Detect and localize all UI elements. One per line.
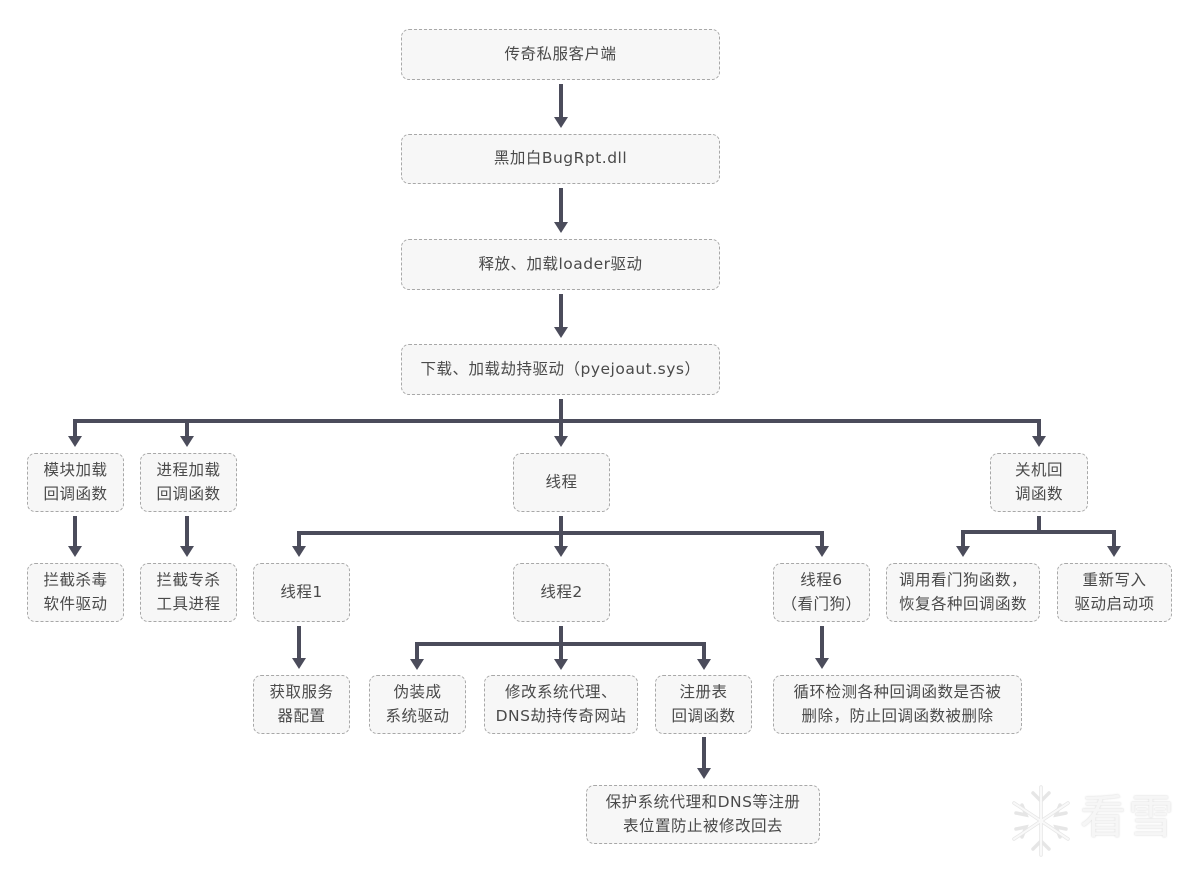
node-modify-proxy: 修改系统代理、 DNS劫持传奇网站	[484, 675, 638, 734]
arrowhead	[292, 658, 306, 669]
connector-hijack-branch-bar	[73, 419, 1041, 439]
node-loader-label: 释放、加载loader驱动	[478, 254, 643, 273]
node-registry-callback-label: 注册表 回调函数	[671, 683, 736, 725]
node-thread: 线程	[513, 453, 610, 512]
node-thread-label: 线程	[545, 472, 578, 491]
node-thread1: 线程1	[253, 563, 350, 622]
node-call-watchdog-label: 调用看门狗函数， 恢复各种回调函数	[898, 571, 1027, 613]
node-loop-check: 循环检测各种回调函数是否被 删除，防止回调函数被删除	[773, 675, 1022, 734]
arrowhead	[697, 659, 711, 670]
node-dll: 黑加白BugRpt.dll	[401, 134, 720, 184]
arrowhead	[956, 546, 970, 557]
node-get-server-config: 获取服务 器配置	[253, 675, 350, 734]
node-module-callback-label: 模块加载 回调函数	[43, 461, 108, 503]
node-hijack-driver-label: 下载、加载劫持驱动（pyejoaut.sys）	[420, 359, 701, 378]
node-module-callback: 模块加载 回调函数	[27, 453, 124, 512]
node-get-server-config-label: 获取服务 器配置	[269, 683, 334, 725]
node-client-label: 传奇私服客户端	[504, 44, 617, 63]
arrowhead	[554, 436, 568, 447]
node-disguise-driver-label: 伪装成 系统驱动	[385, 683, 450, 725]
arrowhead	[1107, 546, 1121, 557]
snowflake-icon	[1012, 785, 1070, 857]
arrowhead	[697, 768, 711, 779]
node-shutdown-callback: 关机回 调函数	[990, 453, 1088, 512]
node-loop-check-label: 循环检测各种回调函数是否被 删除，防止回调函数被删除	[793, 683, 1002, 725]
node-disguise-driver: 伪装成 系统驱动	[369, 675, 466, 734]
node-block-tools: 拦截专杀 工具进程	[140, 563, 237, 622]
arrowhead	[554, 546, 568, 557]
arrowheads	[68, 117, 1121, 779]
node-block-tools-label: 拦截专杀 工具进程	[156, 571, 221, 613]
node-thread1-label: 线程1	[280, 582, 323, 601]
arrowhead	[410, 659, 424, 670]
connector-shutdown-branch-bar	[961, 530, 1116, 549]
node-loader: 释放、加载loader驱动	[401, 239, 720, 290]
arrowhead	[554, 659, 568, 670]
node-registry-callback: 注册表 回调函数	[655, 675, 752, 734]
arrowhead	[68, 436, 82, 447]
node-protect-registry: 保护系统代理和DNS等注册 表位置防止被修改回去	[586, 785, 820, 844]
node-rewrite-startup: 重新写入 驱动启动项	[1057, 563, 1172, 622]
arrowhead	[68, 546, 82, 557]
arrowhead	[180, 436, 194, 447]
arrowhead	[815, 658, 829, 669]
node-modify-proxy-label: 修改系统代理、 DNS劫持传奇网站	[495, 683, 627, 725]
node-block-antivirus: 拦截杀毒 软件驱动	[27, 563, 124, 622]
node-block-antivirus-label: 拦截杀毒 软件驱动	[43, 571, 108, 613]
node-thread2: 线程2	[513, 563, 610, 622]
node-process-callback: 进程加载 回调函数	[140, 453, 237, 512]
arrowhead	[180, 546, 194, 557]
node-protect-registry-label: 保护系统代理和DNS等注册 表位置防止被修改回去	[605, 793, 801, 835]
node-hijack-driver: 下载、加载劫持驱动（pyejoaut.sys）	[401, 344, 720, 395]
node-thread6: 线程6 （看门狗）	[773, 563, 870, 622]
node-dll-label: 黑加白BugRpt.dll	[493, 149, 628, 168]
node-call-watchdog: 调用看门狗函数， 恢复各种回调函数	[886, 563, 1040, 622]
node-rewrite-startup-label: 重新写入 驱动启动项	[1074, 571, 1155, 613]
arrowhead	[292, 546, 306, 557]
node-process-callback-label: 进程加载 回调函数	[156, 461, 221, 503]
arrowhead	[554, 222, 568, 233]
node-shutdown-callback-label: 关机回 调函数	[1014, 461, 1063, 503]
node-thread2-label: 线程2	[540, 582, 583, 601]
arrowhead	[554, 117, 568, 128]
arrowhead	[554, 327, 568, 338]
node-client: 传奇私服客户端	[401, 29, 720, 80]
watermark-text: 看雪	[1080, 790, 1176, 844]
node-thread6-label: 线程6 （看门狗）	[781, 571, 862, 613]
arrowhead	[1032, 436, 1046, 447]
arrowhead	[815, 546, 829, 557]
watermark: 看雪	[1008, 783, 1188, 858]
